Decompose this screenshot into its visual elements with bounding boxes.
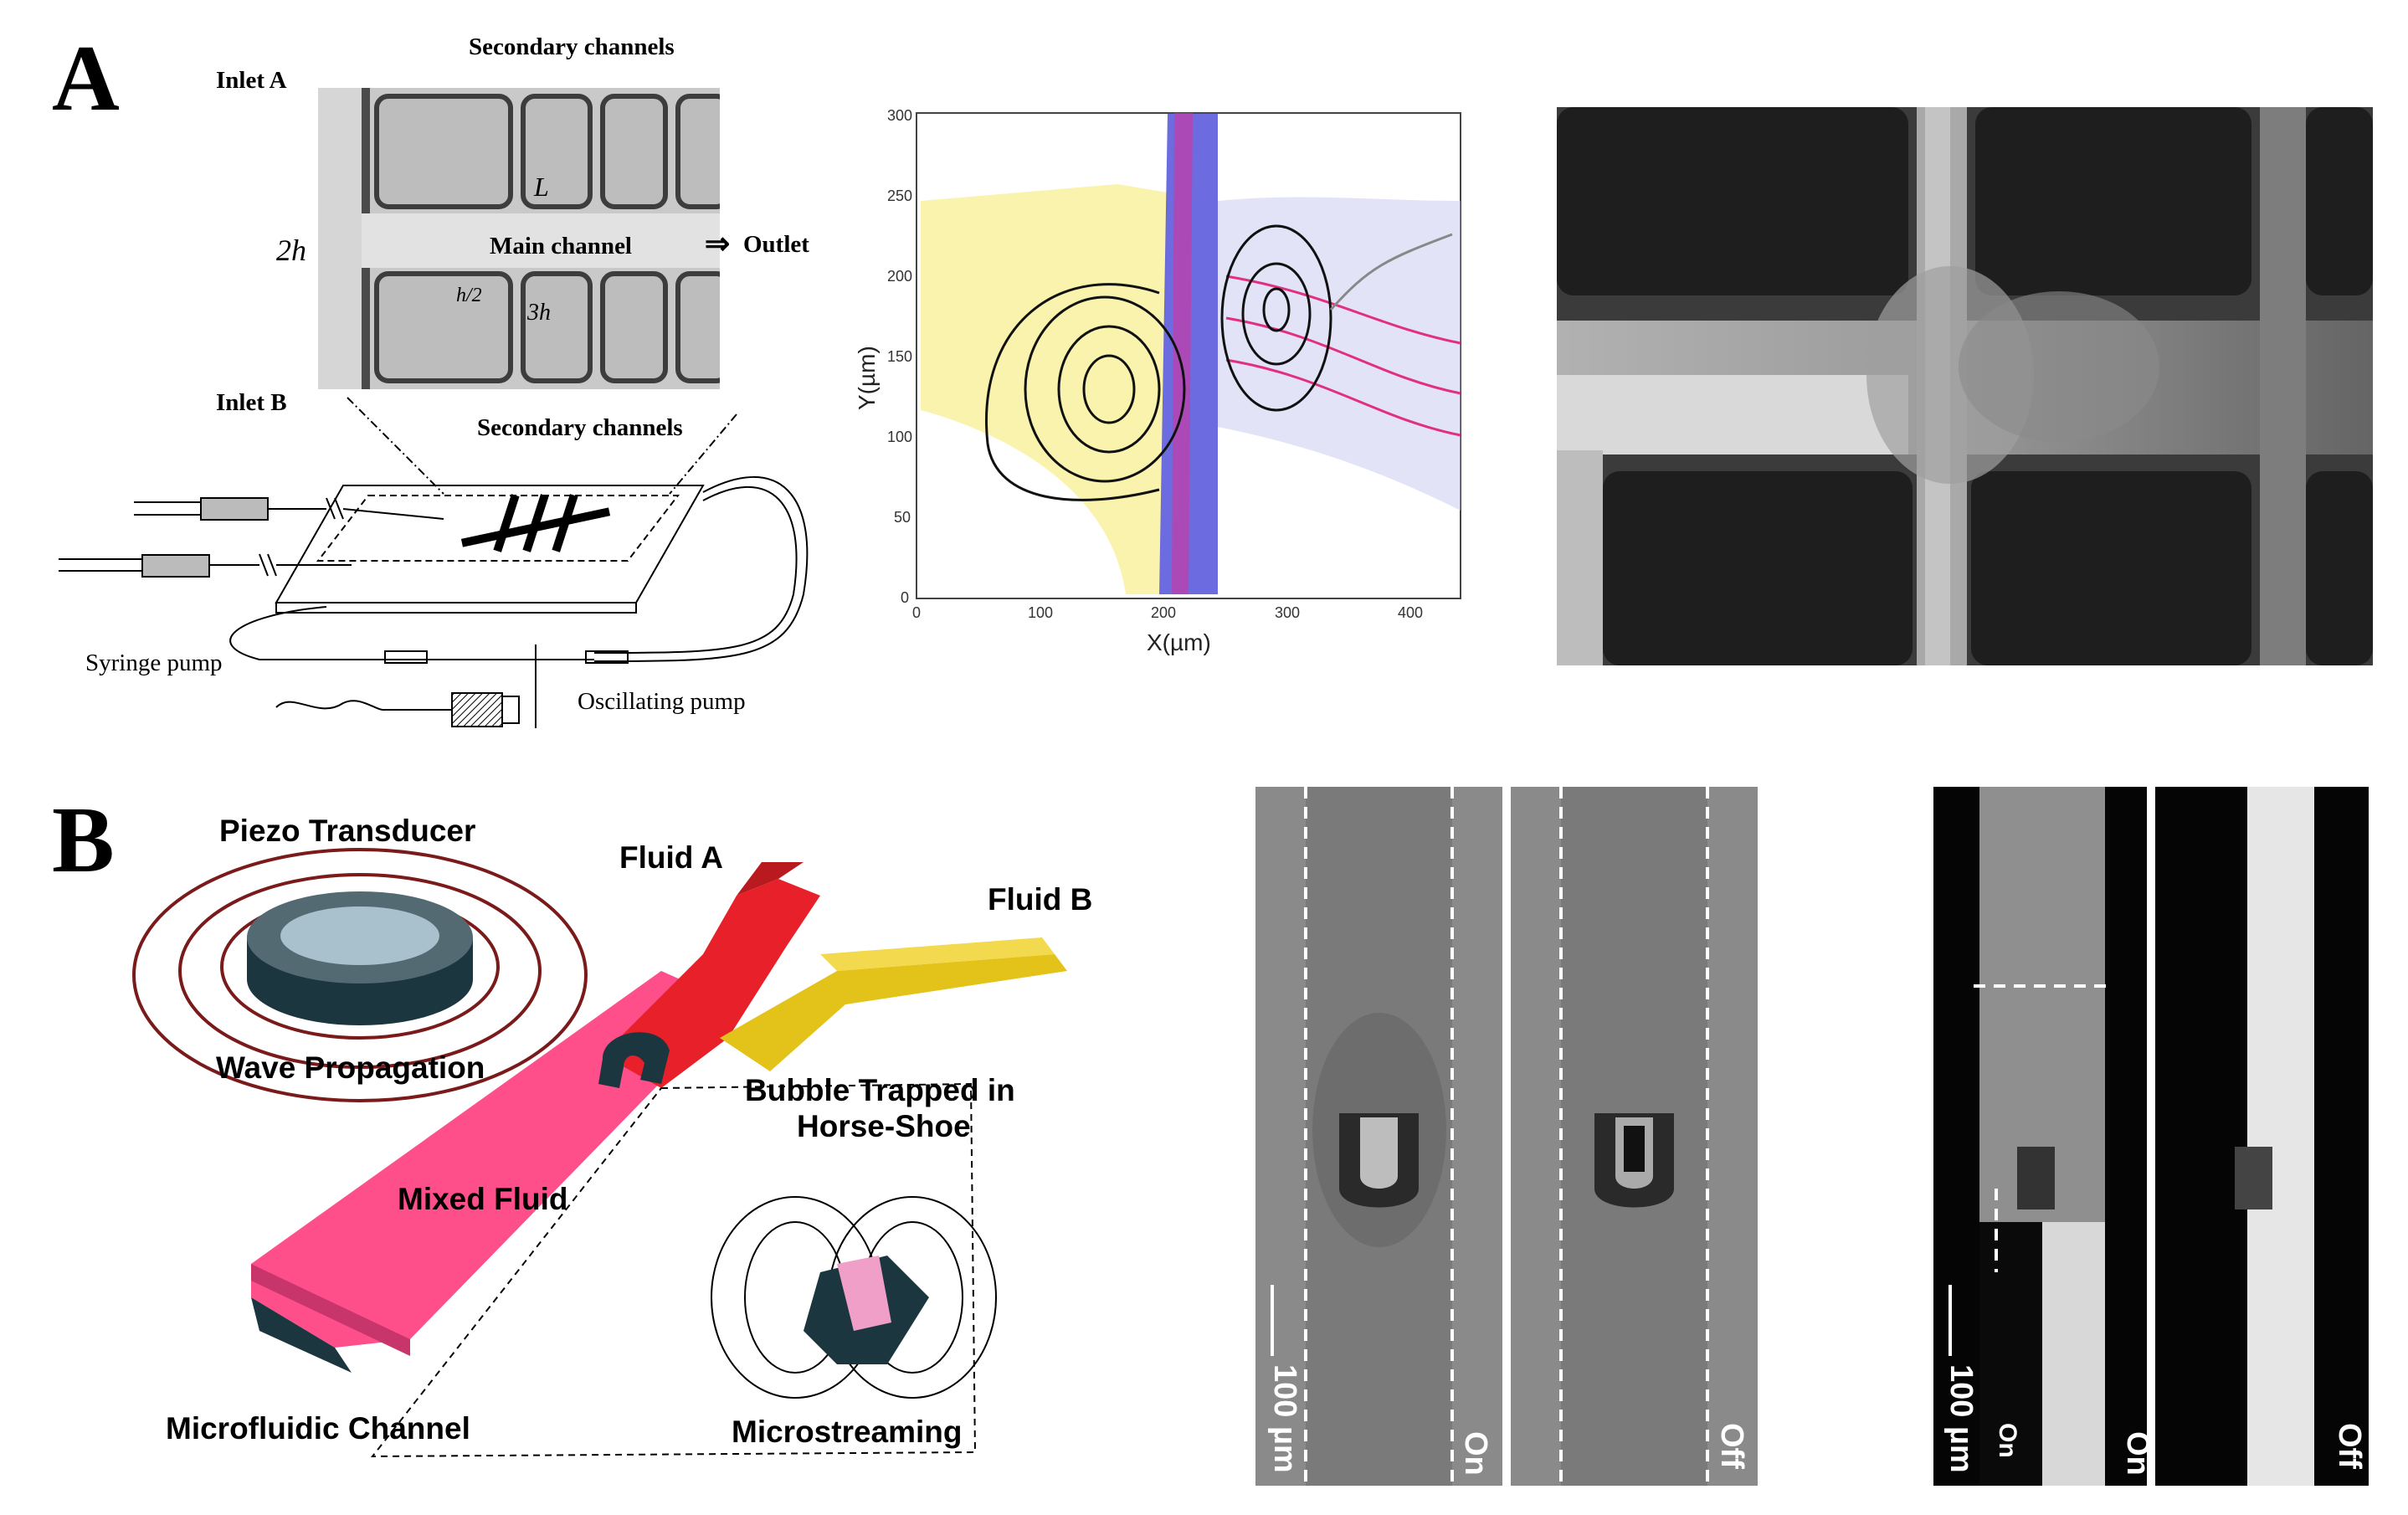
plot-ytick-200: 200	[887, 268, 913, 285]
oscillating-pump-label: Oscillating pump	[578, 688, 746, 715]
plot-ytick-50: 50	[894, 509, 911, 526]
fluorescence-mixing-image	[1557, 107, 2373, 665]
main-channel-label: Main channel	[490, 233, 632, 259]
horseshoe-icon	[598, 1032, 670, 1088]
secondary-channels-bottom-label: Secondary channels	[477, 414, 683, 441]
plot-xtick-300: 300	[1275, 604, 1301, 621]
plot-xtick-400: 400	[1398, 604, 1424, 621]
outlet-arrow: ⇒	[705, 227, 731, 260]
chip-micrograph	[318, 88, 720, 389]
fluid-b-label: Fluid B	[988, 882, 1093, 917]
secondary-channels-top-label: Secondary channels	[469, 33, 675, 60]
micro2-off-label: Off	[2332, 1423, 2367, 1469]
brightfield-micrograph-pair	[1255, 787, 1758, 1486]
plot-ytick-250: 250	[887, 187, 913, 204]
inlet-b-label: Inlet B	[216, 389, 287, 416]
dim-3h-label: 3h	[527, 300, 551, 326]
plot-xtick-100: 100	[1028, 604, 1054, 621]
bubble-trapped-label-1: Bubble Trapped in	[745, 1073, 1015, 1107]
acoustic-mixer-schematic	[132, 848, 1067, 1458]
plot-ytick-100: 100	[887, 429, 913, 445]
pump-setup-diagram	[59, 397, 809, 728]
plot-ylabel: Y(µm)	[854, 346, 880, 410]
panel-letter-b: B	[52, 788, 115, 892]
microstreaming-label: Microstreaming	[732, 1415, 963, 1449]
inlet-a-label: Inlet A	[216, 67, 287, 94]
dim-h2-label: h/2	[456, 285, 482, 306]
micro1-scale-label: 100 µm	[1267, 1364, 1302, 1473]
plot-ytick-0: 0	[901, 589, 910, 606]
dim-2h-label: 2h	[276, 234, 306, 267]
micro2-on-label: On	[2120, 1431, 2155, 1476]
plot-ytick-300: 300	[887, 107, 913, 124]
piezo-disk-icon	[247, 891, 473, 1025]
wave-propagation-label: Wave Propagation	[216, 1050, 485, 1085]
plot-xtick-0: 0	[912, 604, 922, 621]
piezo-transducer-label: Piezo Transducer	[219, 814, 476, 848]
plot-ytick-150: 150	[887, 348, 913, 365]
micro2-on-small-label: On	[1994, 1423, 2021, 1458]
plot-xtick-200: 200	[1151, 604, 1177, 621]
microfluidic-channel-label: Microfluidic Channel	[166, 1411, 470, 1446]
panel-letter-a: A	[52, 27, 120, 131]
fluid-a-label: Fluid A	[619, 840, 723, 875]
velocity-field-plot	[916, 112, 1461, 599]
mixed-fluid-label: Mixed Fluid	[398, 1182, 568, 1216]
outlet-label: Outlet	[743, 231, 809, 258]
dim-l-label: L	[534, 172, 549, 202]
micro2-scale-label: 100 µm	[1943, 1364, 1979, 1473]
fluorescence-micrograph-pair	[1933, 787, 2369, 1486]
micro1-off-label: Off	[1714, 1423, 1749, 1469]
micro1-on-label: On	[1458, 1431, 1493, 1476]
bubble-trapped-label-2: Horse-Shoe	[797, 1109, 971, 1143]
plot-xlabel: X(µm)	[1147, 629, 1211, 655]
syringe-pump-label: Syringe pump	[85, 650, 223, 676]
